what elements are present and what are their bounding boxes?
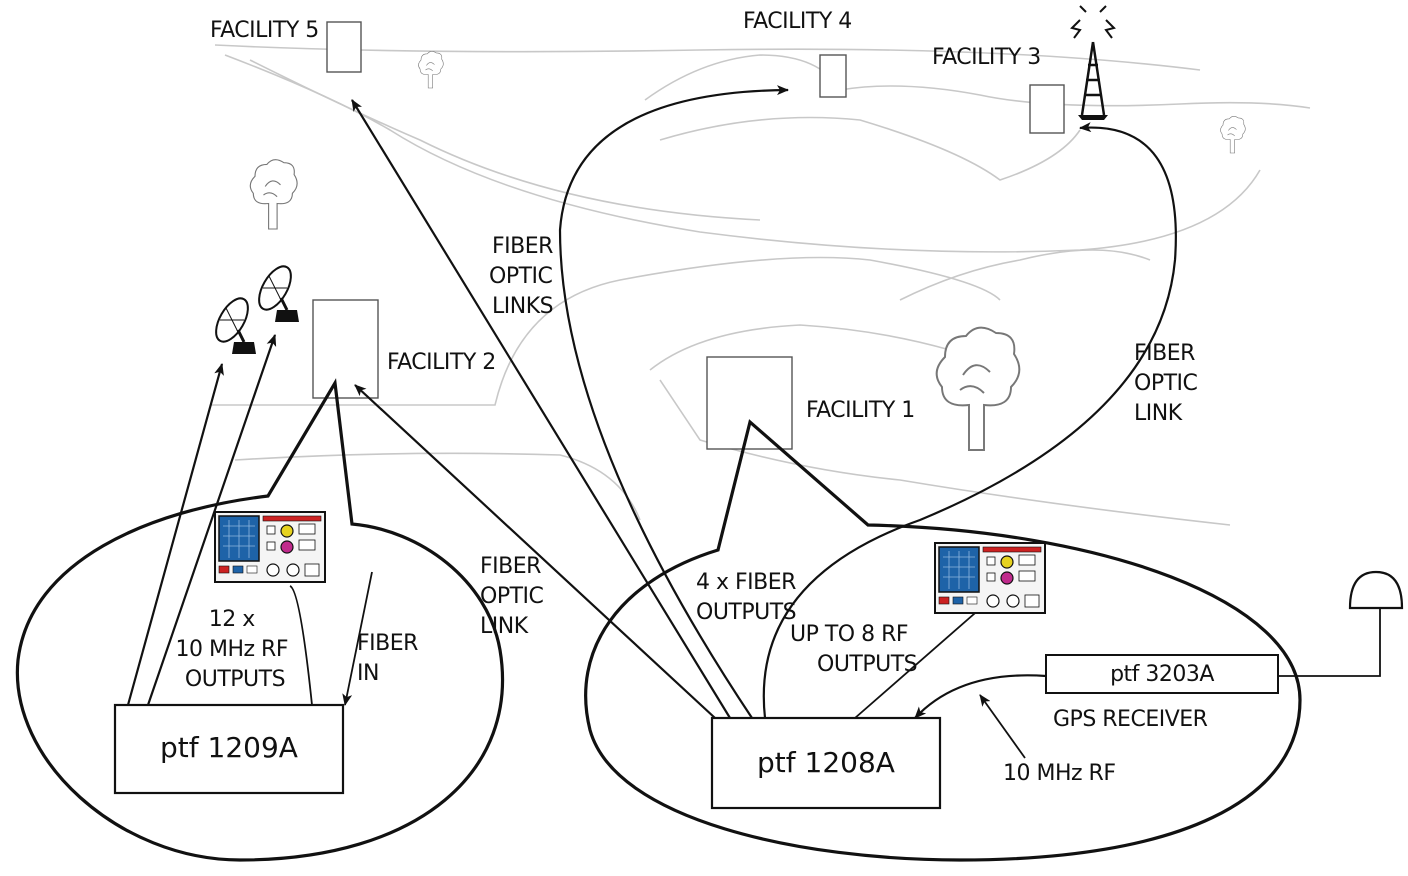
- satellite-dish-icon: [208, 291, 258, 356]
- instrument-link-right: [854, 599, 991, 719]
- fiber-in-label: FIBER IN: [357, 631, 424, 686]
- radio-tower-icon: [1070, 5, 1116, 120]
- facility1-callout-bubble: [584, 419, 1302, 862]
- facility3-label: FACILITY 3: [932, 45, 1041, 70]
- satellite-dish-icon: [251, 259, 301, 324]
- satellite-dishes: [208, 259, 301, 356]
- building-icon: [1029, 84, 1065, 134]
- fiber-optic-links-label: FIBER OPTIC LINKS: [489, 234, 559, 319]
- building-icon: [706, 356, 793, 450]
- instrument-link-left: [289, 585, 313, 706]
- tree-icon: [935, 326, 1021, 451]
- tree-icon: [1220, 116, 1246, 154]
- ptf1208-label: ptf 1208A: [757, 746, 895, 779]
- device-ptf3203: ptf 3203A: [1045, 654, 1279, 694]
- gps-receiver-label: GPS RECEIVER: [1053, 707, 1208, 732]
- ptf1209-label: ptf 1209A: [160, 731, 298, 764]
- fiber-in-line: [342, 571, 373, 706]
- tree-icon: [249, 159, 298, 230]
- fiber-link-facility2: [354, 384, 716, 719]
- signal-links: [126, 85, 1381, 759]
- ptf3203-label: ptf 3203A: [1110, 662, 1214, 687]
- ten-mhz-rf-label: 10 MHz RF: [1003, 761, 1116, 786]
- rf-outputs-right-label: UP TO 8 RF OUTPUTS: [790, 622, 917, 677]
- buildings: [312, 21, 1065, 450]
- rf-outputs-left-label: 12 x 10 MHz RF OUTPUTS: [176, 607, 295, 692]
- building-icon: [326, 21, 362, 73]
- building-icon: [819, 54, 847, 98]
- landscape-background: [210, 44, 1311, 526]
- device-ptf1208: ptf 1208A: [710, 716, 942, 810]
- building-icon: [312, 299, 379, 399]
- facility4-label: FACILITY 4: [743, 9, 852, 34]
- fiber-optic-link-mid-label: FIBER OPTIC LINK: [480, 554, 550, 639]
- fiber-optic-link-right-label: FIBER OPTIC LINK: [1134, 341, 1204, 426]
- tree-icon: [418, 51, 444, 89]
- test-instrument-icon: [214, 511, 326, 583]
- facility5-label: FACILITY 5: [210, 18, 319, 43]
- ten-mhz-pointer: [979, 694, 1026, 759]
- fiber-link-facility3: [762, 122, 1177, 719]
- fiber-link-facility4: [558, 85, 789, 719]
- rf-output-dish1: [126, 363, 224, 706]
- rf-output-dish2: [146, 334, 277, 706]
- fiber-link-facility5: [351, 99, 731, 719]
- fiber-outputs-label: 4 x FIBER OUTPUTS: [696, 570, 802, 625]
- facility1-label: FACILITY 1: [806, 398, 915, 423]
- gps-antenna-cable: [1278, 608, 1381, 677]
- facility2-label: FACILITY 2: [387, 350, 496, 375]
- device-ptf1209: ptf 1209A: [113, 703, 345, 795]
- test-instrument-icon: [934, 542, 1046, 614]
- gps-antenna-icon: [1348, 570, 1404, 610]
- facility2-callout-bubble: [15, 378, 505, 862]
- ten-mhz-rf-link: [914, 674, 1047, 719]
